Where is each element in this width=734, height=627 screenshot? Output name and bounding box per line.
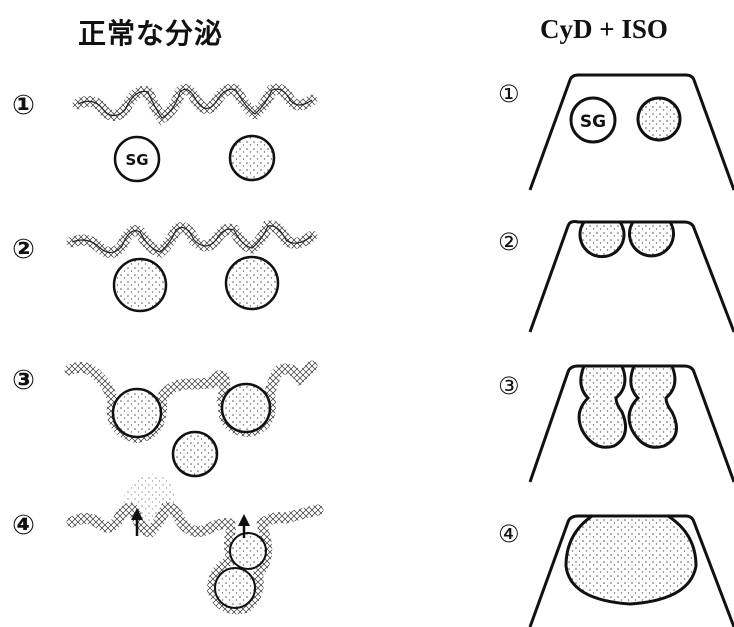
right-4-fused-granule [566, 516, 696, 604]
left-1-granule [230, 136, 274, 180]
left-4-granule-b [215, 568, 255, 608]
right-sg-label: SG [580, 112, 606, 132]
right-2-granule-b [629, 222, 673, 256]
left-2-granule-b [226, 257, 278, 309]
right-3-granule-stack-b [629, 366, 676, 447]
left-sg-label: SG [125, 151, 148, 169]
right-3-granule-stack-a [579, 366, 625, 447]
left-3-granule-c [173, 432, 217, 476]
right-2-granule-a [580, 222, 624, 257]
left-4-membrane [72, 508, 318, 532]
left-4-granule-a [230, 533, 266, 569]
left-1-membrane [78, 89, 312, 118]
right-1-granule [638, 98, 680, 140]
left-3-membrane [70, 366, 312, 400]
left-2-granule-a [114, 259, 166, 311]
left-2-membrane [72, 226, 312, 253]
left-3-granule-a [113, 389, 161, 437]
left-3-granule-b [222, 384, 270, 432]
right-1-cell-outline [530, 75, 734, 190]
